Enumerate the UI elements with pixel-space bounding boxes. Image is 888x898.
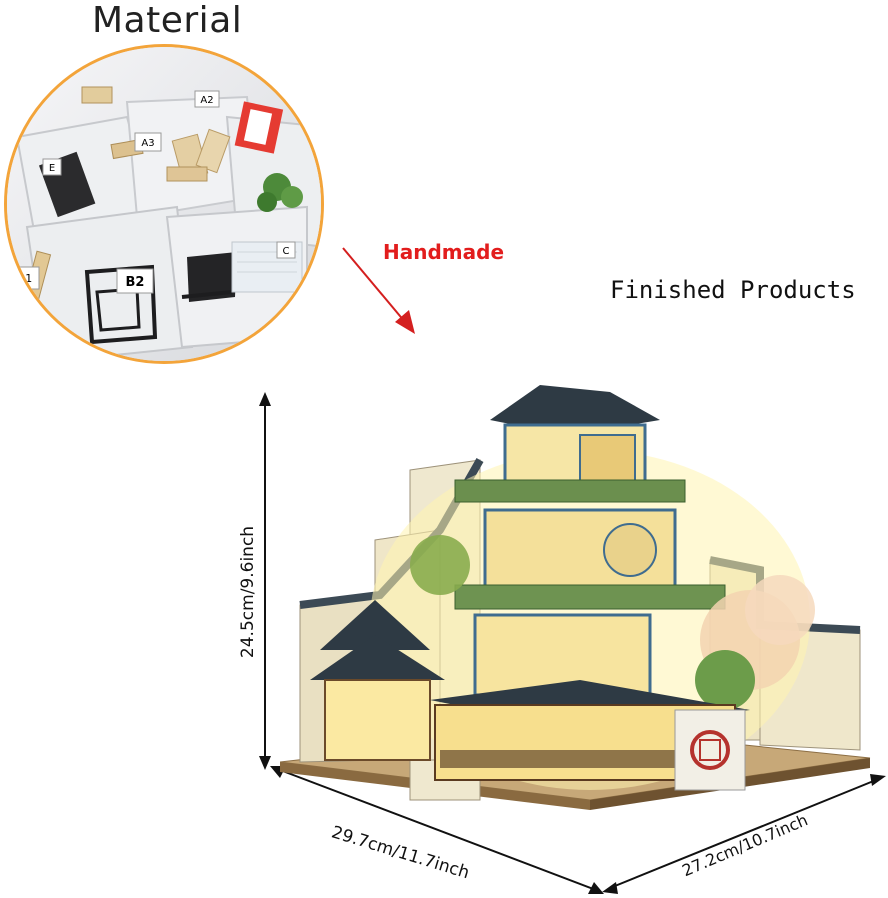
bag-tag-c: C — [276, 241, 296, 259]
height-dimension-arrow — [259, 392, 271, 770]
bag-tag-b2: B2 — [116, 268, 154, 294]
bag-tag-e: E — [42, 158, 62, 176]
depth-dimension-arrow — [602, 774, 886, 894]
svg-text:A3: A3 — [141, 138, 154, 149]
svg-text:E: E — [49, 163, 55, 174]
svg-text:B1: B1 — [18, 272, 33, 285]
material-title: Material — [92, 0, 243, 41]
handmade-arrow-icon — [342, 247, 415, 334]
finished-products-label: Finished Products — [610, 276, 856, 304]
bag-tag-a3: A3 — [134, 132, 162, 152]
svg-text:C: C — [283, 246, 290, 257]
height-dimension-label: 24.5cm/9.6inch — [238, 525, 258, 659]
handmade-label: Handmade — [383, 240, 505, 264]
bag-tag-a2: A2 — [194, 90, 220, 108]
bag-tag-b1: B1 — [10, 266, 40, 290]
material-parts-image: A3 A2 E B1 B2 C — [4, 44, 324, 364]
finished-dollhouse-image — [280, 385, 871, 810]
svg-text:B2: B2 — [126, 275, 145, 290]
svg-text:A2: A2 — [200, 95, 213, 106]
parts-bags-illustration: A3 A2 E B1 B2 C — [7, 47, 321, 361]
